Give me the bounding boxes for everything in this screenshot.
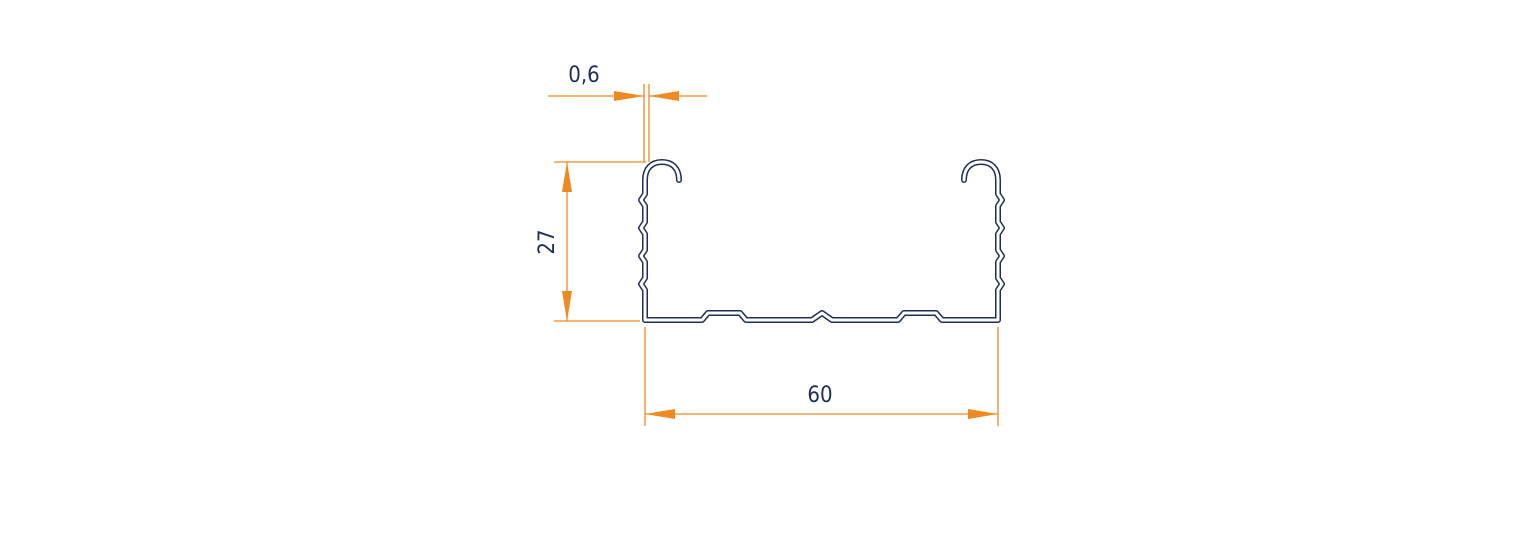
steel-profile — [638, 159, 1005, 323]
width-dimension: 60 — [644, 327, 999, 426]
width-arrow-left — [645, 409, 675, 419]
height-label: 27 — [535, 229, 560, 254]
height-arrow-top — [562, 162, 572, 192]
height-dimension: 27 — [535, 161, 646, 322]
profile-outline — [638, 159, 1005, 323]
thickness-arrow-left — [614, 91, 644, 101]
thickness-dimension: 0,6 — [548, 63, 707, 162]
profile-inner-line — [639, 160, 1004, 322]
width-label: 60 — [807, 383, 832, 408]
width-arrow-right — [968, 409, 998, 419]
thickness-label: 0,6 — [568, 63, 599, 88]
height-arrow-bottom — [562, 291, 572, 321]
thickness-arrow-right — [649, 91, 679, 101]
